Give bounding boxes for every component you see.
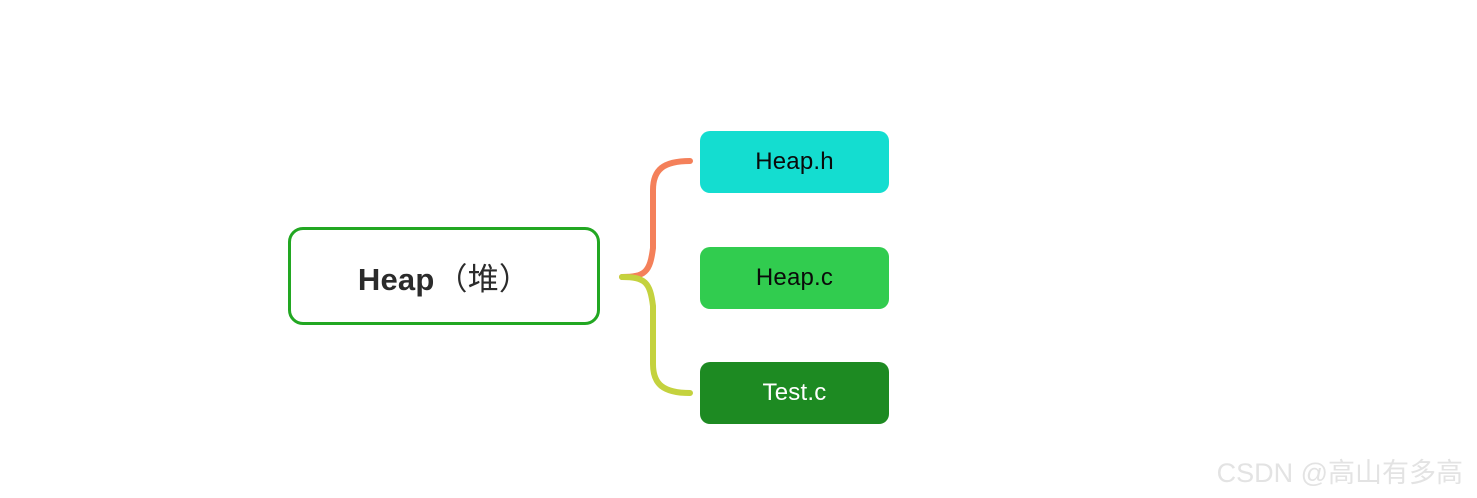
connector-root-to-test-c: [619, 274, 693, 396]
child-node-heap-h[interactable]: Heap.h: [700, 131, 889, 193]
connector-root-to-heap-h: [619, 158, 693, 280]
child-node-label: Heap.c: [755, 264, 834, 291]
root-node-label-latin: Heap: [357, 261, 435, 297]
child-node-heap-c[interactable]: Heap.c: [700, 247, 889, 309]
child-node-label: Test.c: [762, 379, 827, 406]
child-node-test-c[interactable]: Test.c: [700, 362, 889, 424]
root-node-label-paren: （堆）: [436, 261, 531, 297]
child-node-label: Heap.h: [755, 148, 834, 175]
root-node-heap[interactable]: Heap（堆）: [288, 227, 600, 325]
root-node-label: Heap（堆）: [358, 254, 530, 299]
watermark: CSDN @高山有多高: [1216, 458, 1463, 488]
